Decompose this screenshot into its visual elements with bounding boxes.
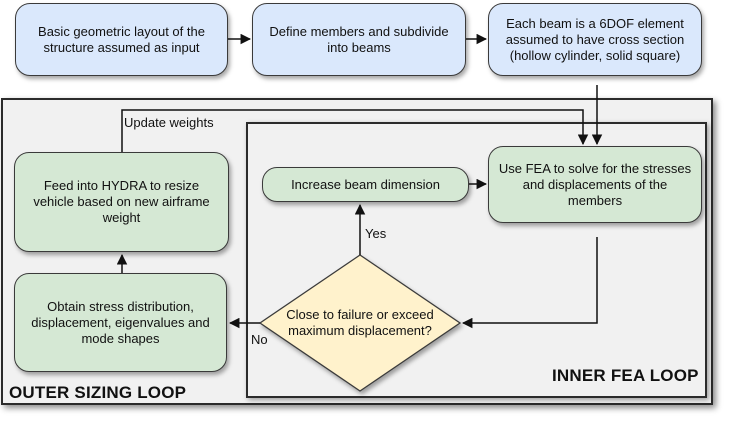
beam-element-node: Each beam is a 6DOF element assumed to h… xyxy=(488,3,702,76)
inner-loop-label: INNER FEA LOOP xyxy=(552,366,699,385)
yes-label: Yes xyxy=(365,226,387,241)
geometry-input-node: Basic geometric layout of the structure … xyxy=(15,3,228,76)
increase-beam-dimension-node: Increase beam dimension xyxy=(262,167,469,202)
hydra-resize-node: Feed into HYDRA to resize vehicle based … xyxy=(14,152,229,252)
obtain-stress-node: Obtain stress distribution, displacement… xyxy=(14,273,227,372)
fea-solve-node: Use FEA to solve for the stresses and di… xyxy=(488,146,702,223)
failure-check-text: Close to failure or exceed maximum displ… xyxy=(286,307,434,338)
update-weights-label: Update weights xyxy=(124,115,214,130)
outer-loop-label: OUTER SIZING LOOP xyxy=(9,383,187,402)
no-label: No xyxy=(251,332,268,347)
define-members-node: Define members and subdivide into beams xyxy=(252,3,466,76)
